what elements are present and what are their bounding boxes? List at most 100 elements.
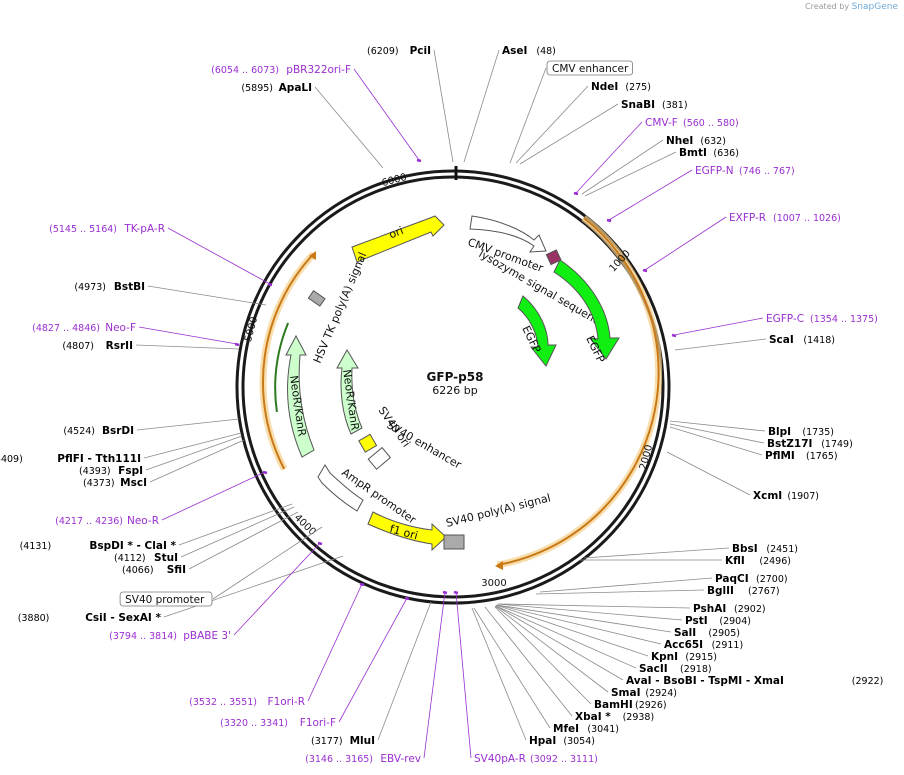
feature-hsv-tk-polya: [307, 290, 326, 307]
boxed-label-frame: [546, 60, 633, 76]
leader-ebv-rev-l-21: [423, 591, 446, 759]
label-name: BstZ17I: [767, 438, 812, 450]
primer-mark-neo-f-l-5: [234, 342, 240, 347]
feature-ori: [351, 215, 445, 263]
primer-f1ori-r-l-18: F1ori-R(3532 .. 3551): [189, 696, 305, 708]
site-bstbi-l-4: BstBI(4973): [74, 281, 145, 293]
site-hpai-r-30: HpaI(3054): [529, 735, 595, 747]
label-position: (3054): [563, 736, 595, 747]
label-position: (4393): [79, 466, 111, 477]
label-position: (5145 .. 5164): [49, 224, 117, 235]
primer-neo-f-l-5: Neo-F(4827 .. 4846): [32, 322, 136, 334]
leader-apali-l-2: [314, 86, 384, 169]
label-name: BspDI * - ClaI *: [89, 540, 176, 552]
label-position: (1735): [802, 427, 834, 438]
leader-exfp-r-r-8: [644, 216, 727, 271]
leader-asei-r-0: [463, 49, 500, 163]
label-name: NheI: [666, 135, 693, 147]
primer-tk-pa-r-l-3: TK-pA-R (5145 .. 5164): [49, 223, 165, 235]
label-name: SacII: [639, 663, 668, 675]
site-xcmi-r-14: XcmI(1907): [753, 490, 819, 502]
orf-arcs: [259, 215, 663, 570]
label-position: (636): [713, 148, 739, 159]
boxed-label-frame: [119, 591, 213, 607]
primer-exfp-r-r-8: EXFP-R (1007 .. 1026): [729, 212, 841, 224]
tick-label-3000: 3000: [481, 578, 506, 589]
site-csii-sexai-l-16: CsiI - SexAI *(3880): [18, 612, 162, 624]
label-position: (4217 .. 4236): [55, 516, 123, 527]
label-position: (275): [625, 82, 651, 93]
feature-neor-kanr-outer: [285, 334, 315, 458]
label-position: (3146 .. 3165): [305, 754, 373, 765]
label-name: F1ori-R: [268, 696, 305, 708]
label-position: (4131): [20, 541, 52, 552]
feature-f1-ori-label: f1 ori: [388, 522, 419, 542]
feature-ori-label: ori: [387, 224, 405, 241]
label-name: BbsI: [732, 543, 758, 555]
label-name: PshAI: [693, 603, 726, 615]
label-name: KpnI: [651, 651, 678, 663]
leader-cmv-f-r-4: [575, 121, 643, 194]
primer-mark-f1ori-f-l-19: [404, 596, 410, 601]
label-position: (2700): [756, 574, 788, 585]
label-name: EXFP-R: [729, 212, 766, 224]
feature-ampr-promoter: [317, 464, 364, 512]
label-name: BglII: [707, 585, 734, 597]
label-position: (4409): [0, 454, 23, 465]
leader-avai-bsobi-tspmi-xmai-r-25: [495, 605, 624, 681]
primer-mark-neo-r-l-11: [262, 470, 268, 475]
leader-sv40-promoter-l-15: [212, 526, 323, 600]
site-blpi-r-11: BlpI (1735): [768, 426, 834, 438]
site-pflfi-tth111i-l-8: PflFI - Tth111I (4409): [0, 453, 141, 465]
leader-fspi-l-9: [145, 435, 243, 471]
primer-f1ori-f-l-19: F1ori-F(3320 .. 3341): [220, 717, 336, 729]
label-name: MluI: [350, 735, 375, 747]
label-position: (1749): [821, 439, 853, 450]
leader-smai-r-26: [494, 605, 609, 693]
leader-csii-sexai-l-16: [163, 555, 344, 618]
feature-f1-ori: [367, 511, 447, 552]
primer-egfp-n-r-7: EGFP-N(746 .. 767): [695, 165, 795, 177]
label-name: PaqCI: [715, 573, 749, 585]
leader-mfei-r-29: [473, 607, 551, 729]
site-psti-r-20: PstI(2904): [685, 615, 751, 627]
label-position: (2918): [680, 664, 712, 675]
label-position: (2922): [852, 676, 884, 687]
label-name: RsrII: [106, 340, 133, 352]
feature-sv40-polya: [443, 534, 465, 550]
leader-rsrii-l-6: [135, 344, 240, 350]
label-name: BlpI: [768, 426, 791, 438]
primer-pbr322ori-f-l-1: pBR322ori-F(6054 .. 6073): [211, 64, 351, 76]
label-name: SV40pA-R: [474, 753, 526, 765]
leader-ndei-r-2: [515, 85, 589, 164]
site-bmti-r-6: BmtI(636): [679, 147, 739, 159]
leader-egfp-c-r-9: [673, 317, 764, 336]
label-position: (2905): [708, 628, 740, 639]
label-position: (2904): [719, 616, 751, 627]
primer-cmv-f-r-4: CMV-F(560 .. 580): [645, 117, 739, 129]
leader-pflmi-r-13: [669, 426, 763, 456]
label-position: (4524): [63, 426, 95, 437]
boxed-label-cmv-enhancer-r-1: CMV enhancer: [546, 60, 633, 76]
primer-ebv-rev-l-21: EBV-rev(3146 .. 3165): [305, 753, 421, 765]
site-xbai-r-28: XbaI *(2938): [575, 711, 654, 723]
tick-label-5000: 5000: [243, 316, 260, 343]
label-position: (4112): [114, 553, 146, 564]
leader-neo-f-l-5: [138, 326, 238, 345]
feature-hsv-tk-polya-label: HSV TK poly(A) signal: [311, 250, 370, 365]
primer-sv40pa-r-r-31: SV40pA-R(3092 .. 3111): [474, 753, 598, 765]
feature-sv40-enhancer: [367, 446, 392, 470]
site-avai-bsobi-tspmi-xmai-r-25: AvaI - BsoBI - TspMI - XmaI(2922): [626, 675, 883, 687]
label-position: (2938): [623, 712, 655, 723]
site-bbsi-r-15: BbsI(2451): [732, 543, 798, 555]
label-position: (1007 .. 1026): [773, 213, 841, 224]
label-name: F1ori-F: [300, 717, 336, 729]
label-name: TK-pA-R: [123, 223, 165, 235]
leader-paqci-r-17: [539, 577, 713, 593]
label-name: PflFI - Tth111I: [57, 453, 141, 465]
leader-sv40pa-r-r-31: [455, 591, 472, 759]
site-bsrdi-l-7: BsrDI(4524): [63, 425, 134, 437]
label-position: (1907): [787, 491, 819, 502]
label-position: (2911): [712, 640, 744, 651]
